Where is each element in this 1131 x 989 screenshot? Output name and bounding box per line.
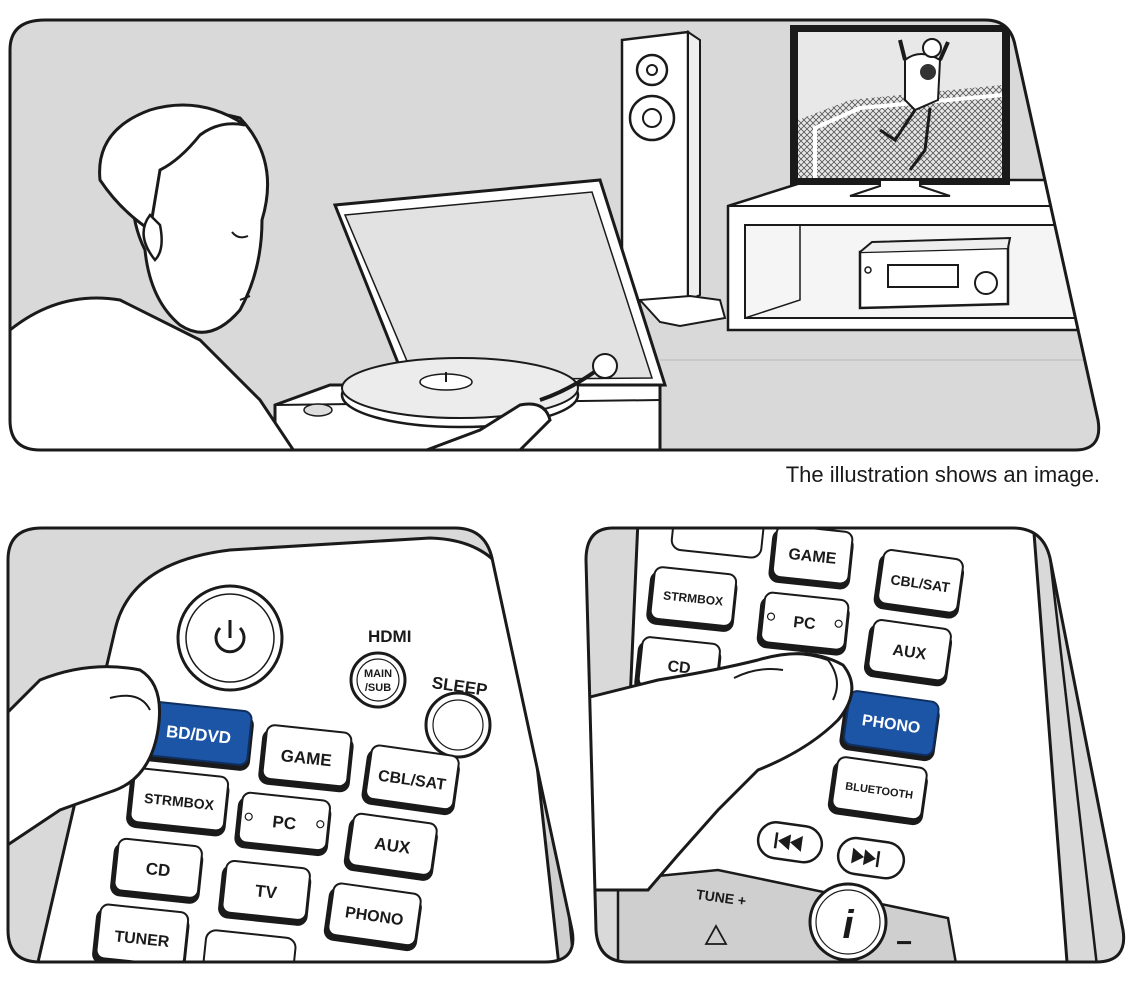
sub-label: /SUB — [365, 682, 391, 694]
partial-top-key[interactable] — [670, 520, 765, 559]
cd-key[interactable]: CD — [109, 837, 205, 905]
strmbox-label: STRMBOX — [663, 588, 724, 608]
strmbox-key[interactable]: STRMBOX — [645, 566, 739, 633]
cd-label: CD — [667, 658, 692, 677]
right-remote-panel: GAME CBL/SAT STRMBOX PC AUX CD — [584, 520, 1126, 975]
pc-key[interactable]: PC — [756, 591, 851, 656]
game-key[interactable]: GAME — [257, 724, 355, 793]
top-illustration-panel — [8, 18, 1101, 452]
tv-key[interactable]: TV — [217, 859, 313, 927]
partial-bluetooth-label: BLUE — [840, 963, 870, 975]
bd-dvd-key[interactable]: BD/DVD — [140, 700, 256, 772]
info-button[interactable]: i — [808, 882, 888, 962]
cd-label: CD — [145, 859, 171, 880]
tv-label: TV — [254, 881, 278, 902]
bluetooth-key[interactable]: BLUETOOTH — [827, 756, 930, 827]
cbl-sat-key[interactable]: CBL/SAT — [360, 744, 461, 816]
power-button[interactable] — [176, 584, 284, 692]
illustration-caption: The illustration shows an image. — [785, 462, 1100, 487]
skip-forward-button[interactable] — [836, 836, 906, 881]
pc-label: PC — [793, 614, 817, 633]
tune-label: TUNE + — [695, 886, 747, 909]
av-receiver — [858, 236, 1012, 310]
game-label: GAME — [788, 546, 838, 568]
cbl-sat-key[interactable]: CBL/SAT — [872, 548, 966, 619]
main-label: MAIN — [364, 668, 392, 680]
triangle-icon — [704, 924, 728, 945]
aux-key[interactable]: AUX — [863, 618, 954, 687]
pressing-finger — [586, 652, 854, 892]
aux-key[interactable]: AUX — [343, 812, 440, 882]
tuner-key[interactable]: TUNER — [91, 903, 191, 972]
skip-back-icon — [773, 832, 803, 852]
skip-back-button[interactable] — [756, 820, 824, 865]
tuner-label: TUNER — [114, 928, 171, 951]
tune-down-button[interactable] — [704, 924, 728, 945]
info-icon: i — [842, 903, 854, 947]
pc-label: PC — [271, 812, 296, 833]
sleep-button[interactable] — [424, 691, 492, 759]
tower-speaker — [620, 30, 727, 328]
hdmi-main-sub-button[interactable]: MAIN /SUB — [349, 651, 407, 709]
aux-label: AUX — [373, 834, 412, 858]
aux-label: AUX — [891, 642, 927, 664]
skip-forward-icon — [851, 847, 881, 868]
television — [790, 25, 1010, 197]
phono-key[interactable]: PHONO — [323, 882, 424, 953]
pc-key[interactable]: PC — [233, 791, 332, 858]
strmbox-key[interactable]: STRMBOX — [125, 767, 231, 837]
minus-sign: − — [896, 927, 912, 958]
person-listening — [10, 103, 552, 450]
strmbox-label: STRMBOX — [143, 790, 215, 813]
pressing-finger — [8, 665, 162, 853]
left-remote-panel: HDMI SLEEP MAIN /SUB BD/DVD GAME — [6, 526, 575, 975]
game-key[interactable]: GAME — [767, 524, 855, 590]
hdmi-label: HDMI — [368, 627, 411, 646]
power-icon — [214, 620, 246, 654]
partial-key[interactable] — [201, 929, 297, 975]
phono-key[interactable]: PHONO — [838, 690, 941, 763]
